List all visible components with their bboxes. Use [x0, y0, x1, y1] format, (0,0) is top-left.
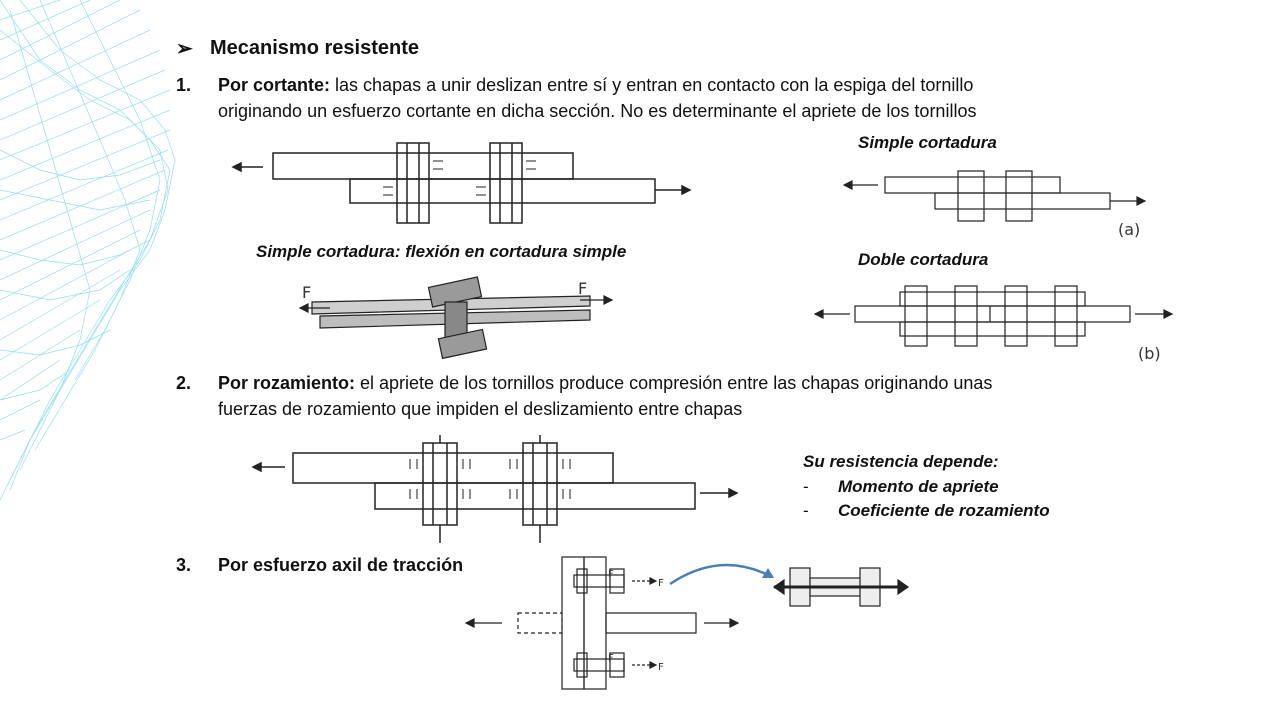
curved-arrow-icon	[669, 563, 774, 586]
flexion-figure: F F	[298, 276, 614, 360]
item3-number: 3.	[176, 555, 192, 575]
caption-flexion: Simple cortadura: flexión en cortadura s…	[256, 242, 627, 261]
item1-number: 1.	[176, 75, 192, 95]
resistance-dash-1: -	[803, 477, 809, 496]
resistance-dash-2: -	[803, 501, 809, 520]
item2-text1: el apriete de los tornillos produce comp…	[355, 373, 993, 393]
double-shear-figure: (b)	[813, 285, 1174, 363]
item1-lead: Por cortante:	[218, 75, 331, 95]
simple-shear-figure: (a)	[842, 170, 1147, 239]
item1-line2: originando un esfuerzo cortante en dicha…	[218, 101, 977, 121]
resistance-item-2: Coeficiente de rozamiento	[838, 501, 1050, 520]
label-b: (b)	[1138, 344, 1161, 363]
wireframe-decoration	[0, 0, 176, 501]
item3-text: Por esfuerzo axil de tracción	[218, 555, 464, 575]
force-label-left: F	[302, 283, 311, 302]
force-label-top: F	[608, 569, 614, 580]
caption-simple-cortadura: Simple cortadura	[858, 133, 997, 152]
item1-line1: Por cortante: las chapas a unir deslizan…	[218, 72, 973, 98]
force-label-right: F	[578, 279, 587, 298]
item2-number: 2.	[176, 373, 192, 393]
bolt-tension-detail	[772, 567, 910, 607]
force-label-bottom: F	[608, 653, 614, 664]
label-a: (a)	[1118, 220, 1140, 239]
item2-lead: Por rozamiento:	[218, 373, 356, 393]
heading-bullet: ➢	[176, 38, 193, 60]
caption-doble-cortadura: Doble cortadura	[858, 250, 989, 269]
force-label-bottom-right: F	[658, 662, 664, 673]
item1-text1: las chapas a unir deslizan entre sí y en…	[330, 75, 974, 95]
item2-line1: Por rozamiento: el apriete de los tornil…	[218, 370, 992, 396]
resistance-item-1: Momento de apriete	[838, 477, 999, 496]
tension-joint-figure: F F F F	[464, 556, 740, 690]
resistance-title: Su resistencia depende:	[803, 452, 999, 471]
shear-joint-figure	[231, 142, 692, 224]
heading-title: Mecanismo resistente	[210, 37, 419, 59]
item2-line2: fuerzas de rozamiento que impiden el des…	[218, 399, 743, 419]
force-label-top-right: F	[658, 578, 664, 589]
friction-joint-figure	[251, 435, 739, 543]
